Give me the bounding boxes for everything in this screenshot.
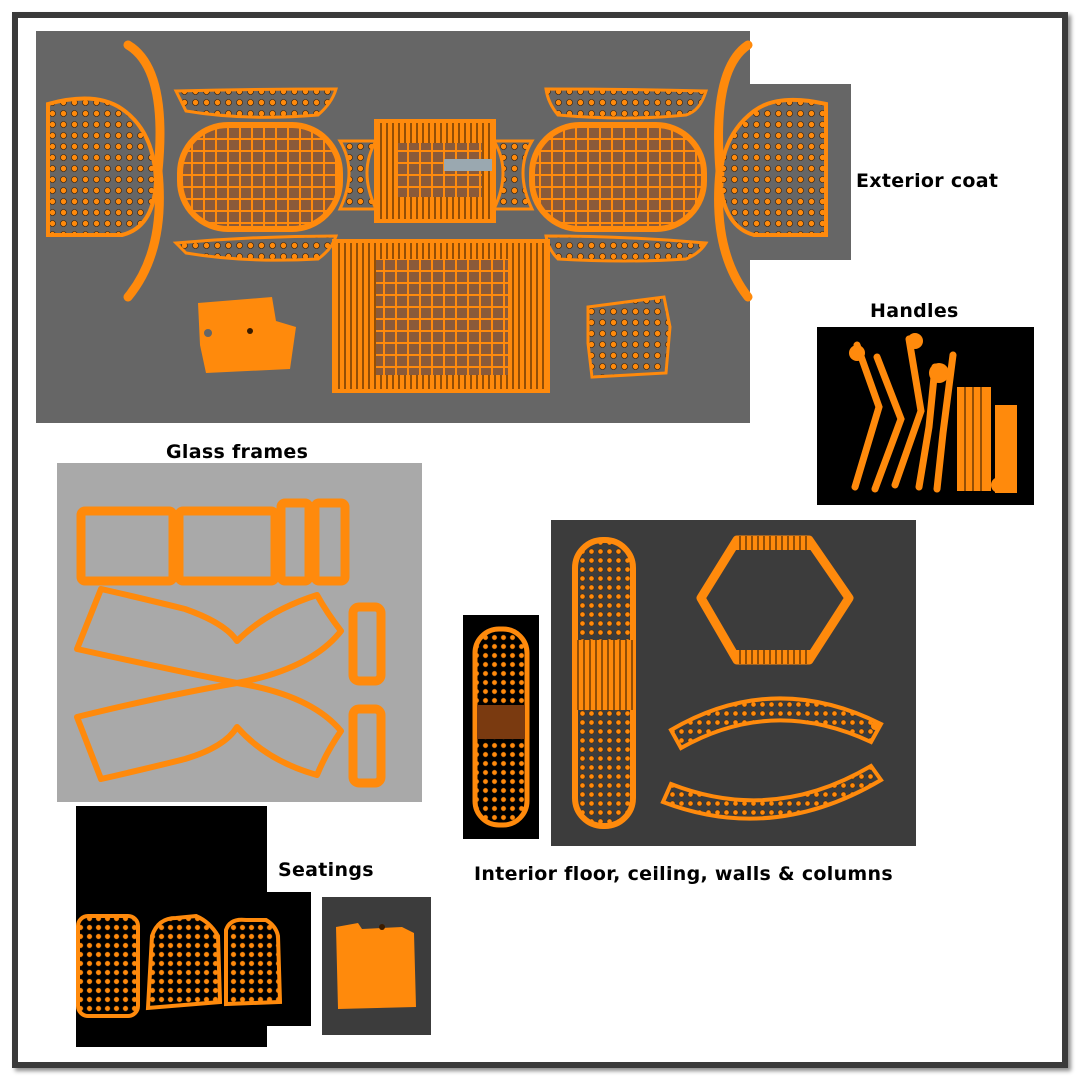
seatings-label: Seatings bbox=[278, 859, 374, 881]
exterior-coat-uv-panel bbox=[36, 31, 851, 423]
glass-frames-uv-islands bbox=[74, 498, 386, 788]
glass-frames-uv-panel bbox=[57, 463, 422, 802]
exterior-coat-label: Exterior coat bbox=[856, 170, 999, 192]
interior-uv-panel bbox=[551, 520, 916, 846]
interior-tall-uv-island bbox=[472, 626, 530, 828]
interior-label: Interior floor, ceiling, walls & columns bbox=[474, 863, 893, 885]
exterior-coat-uv-islands bbox=[36, 31, 851, 423]
handles-uv-islands bbox=[849, 333, 1017, 493]
glass-frames-label: Glass frames bbox=[166, 441, 309, 463]
interior-tall-uv-panel bbox=[463, 615, 539, 839]
handles-uv-panel bbox=[817, 327, 1034, 505]
seatings-extra-uv-island bbox=[336, 923, 416, 1009]
seatings-uv-panel bbox=[76, 806, 311, 1047]
seatings-extra-uv-panel bbox=[322, 897, 431, 1035]
handles-label: Handles bbox=[870, 300, 959, 322]
interior-uv-islands bbox=[572, 535, 884, 829]
seatings-uv-islands bbox=[76, 806, 311, 1047]
